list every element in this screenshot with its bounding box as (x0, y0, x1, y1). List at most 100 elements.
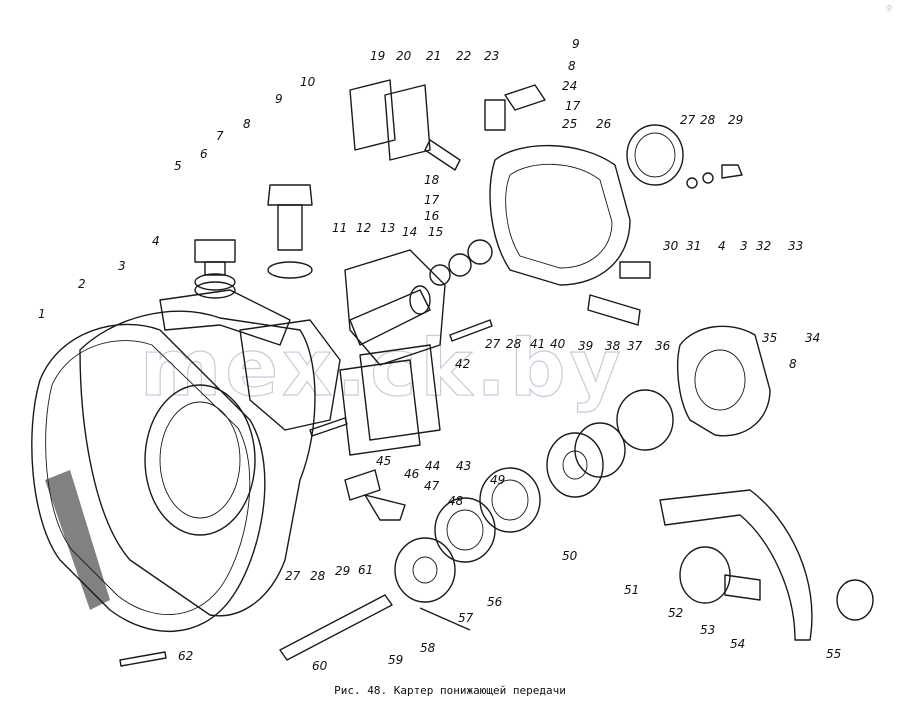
part-51-fork (659, 489, 813, 641)
part-43-plate (359, 344, 441, 441)
part-7-bolt (267, 184, 313, 279)
part-49-bearing (479, 467, 541, 533)
callout-10: 10 (300, 75, 316, 89)
callout-16: 16 (424, 209, 440, 223)
callout-3: 3 (118, 259, 126, 273)
callout-40: 40 (550, 337, 566, 351)
part-30-plug (619, 261, 651, 279)
part-54-sleeve (724, 574, 761, 601)
callout-15: 15 (428, 225, 443, 239)
callout-56: 56 (487, 595, 503, 609)
part-21-pin (424, 139, 461, 171)
part-45-stud (309, 417, 348, 437)
callout-1: 1 (38, 307, 46, 321)
part-2-housing (79, 289, 341, 617)
part-55-bushing (836, 579, 874, 621)
part-4-plug (194, 239, 236, 291)
callout-8-3: 8 (789, 357, 797, 371)
callout-38: 38 (605, 339, 621, 353)
callout-59: 59 (388, 653, 403, 667)
callout-48: 48 (448, 494, 464, 508)
part-57-pin (419, 607, 471, 631)
callout-8-2: 8 (568, 59, 576, 73)
part-52-bearing (679, 546, 731, 604)
callout-26: 26 (596, 117, 612, 131)
corner-mark: ⓘ (885, 6, 892, 13)
part-31-gear-shaft (587, 294, 641, 326)
part-26-seal (626, 124, 684, 186)
callout-3-2: 3 (740, 239, 748, 253)
callout-4-2: 4 (718, 239, 726, 253)
callout-53: 53 (700, 623, 715, 637)
part-46-lock (344, 469, 381, 501)
callout-25: 25 (562, 117, 577, 131)
callout-51: 51 (624, 583, 639, 597)
callout-42: 42 (455, 357, 470, 371)
part-60-shaft (279, 594, 393, 661)
part-20-gasket (384, 84, 431, 161)
callout-62: 62 (178, 649, 193, 663)
callout-50: 50 (562, 549, 578, 563)
watermark-text: mex.ck.by (140, 324, 625, 414)
callout-49: 49 (490, 473, 505, 487)
part-37-ring (616, 389, 674, 451)
part-27-washer (686, 177, 698, 189)
callout-24: 24 (562, 79, 577, 93)
callout-5: 5 (174, 159, 182, 173)
callout-31: 31 (686, 239, 701, 253)
callout-17-2: 17 (565, 99, 581, 113)
callout-34: 34 (805, 331, 820, 345)
callout-12: 12 (356, 221, 371, 235)
part-15-ring (467, 239, 493, 265)
callout-36: 36 (655, 339, 671, 353)
callout-20: 20 (396, 49, 412, 63)
part-19-cover (349, 79, 396, 151)
callout-14: 14 (402, 225, 417, 239)
part-44-gasket (339, 359, 421, 456)
callout-27-2: 27 (485, 337, 501, 351)
part-29-nut (721, 164, 743, 179)
figure-caption: Рис. 48. Картер понижающей передачи (334, 684, 566, 697)
part-25-housing (489, 144, 631, 286)
callout-61: 61 (358, 563, 373, 577)
callout-28-2: 28 (506, 337, 522, 351)
callout-46: 46 (404, 467, 420, 481)
part-3-washer (194, 281, 236, 299)
part-56-flange (394, 537, 456, 603)
callout-4: 4 (152, 234, 160, 248)
callout-60: 60 (312, 659, 328, 673)
callout-37: 37 (627, 339, 643, 353)
callout-29-2: 29 (335, 564, 350, 578)
callout-13: 13 (380, 221, 395, 235)
part-40-gear (546, 432, 604, 498)
callout-21: 21 (426, 49, 441, 63)
callout-17: 17 (424, 193, 440, 207)
callout-27-3: 27 (285, 569, 301, 583)
part-24-clamp (504, 84, 546, 111)
callout-23: 23 (484, 49, 499, 63)
part-36-cover (677, 325, 771, 437)
callout-52: 52 (668, 606, 683, 620)
callout-22: 22 (456, 49, 471, 63)
callout-2: 2 (78, 277, 86, 291)
part-62-stud (119, 651, 167, 667)
callout-27: 27 (680, 113, 696, 127)
part-14-ring (448, 253, 472, 277)
callout-8: 8 (243, 117, 251, 131)
callout-58: 58 (420, 641, 436, 655)
callout-45: 45 (376, 454, 391, 468)
callout-57: 57 (458, 611, 474, 625)
callout-11: 11 (332, 221, 347, 235)
callout-19: 19 (370, 49, 385, 63)
part-1-gasket (31, 323, 266, 633)
part-48-bolt (364, 494, 406, 521)
callout-32: 32 (756, 239, 771, 253)
callout-29: 29 (728, 113, 743, 127)
callout-47: 47 (424, 479, 440, 493)
callout-9-2: 9 (572, 37, 580, 51)
callout-33: 33 (788, 239, 803, 253)
callout-39: 39 (578, 339, 593, 353)
